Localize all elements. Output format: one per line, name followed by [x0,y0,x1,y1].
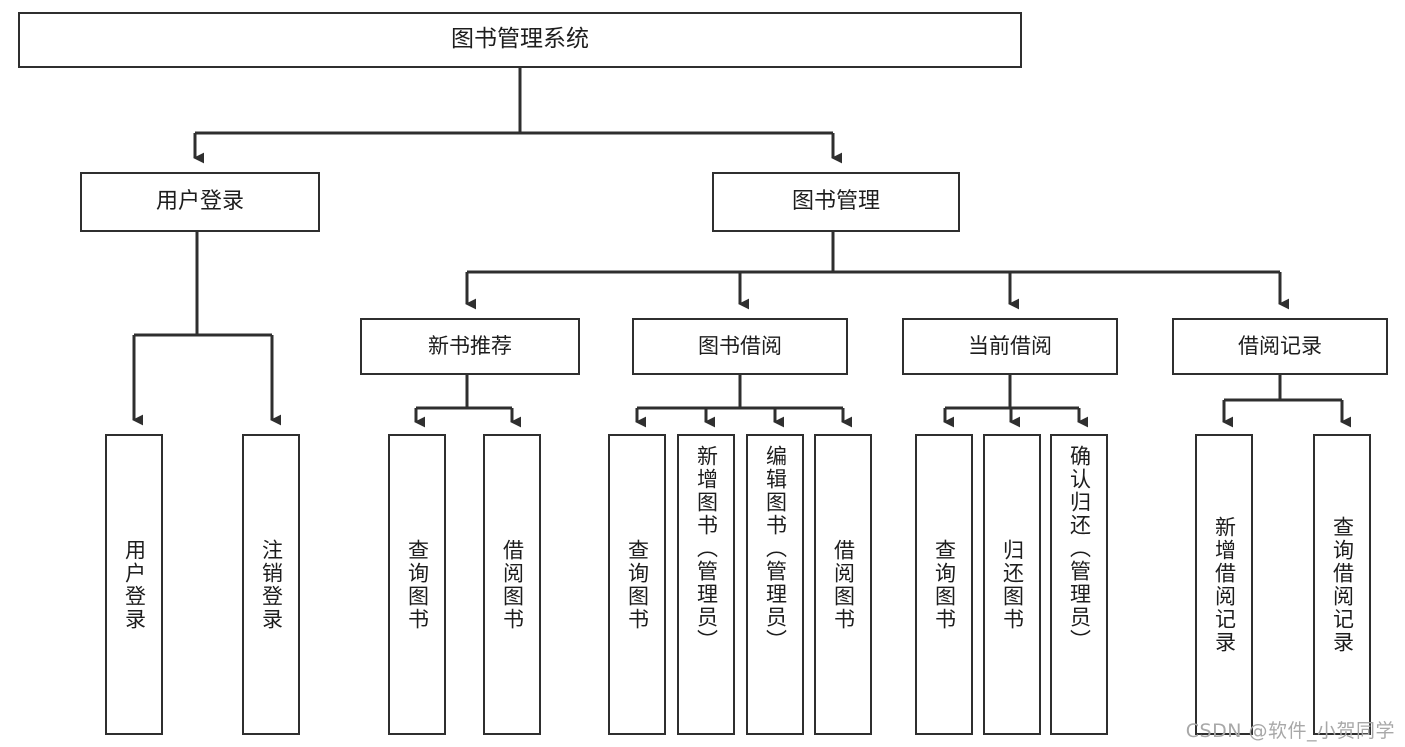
leaf-user-logout[interactable]: 注销登录 [242,434,300,735]
node-root-label: 图书管理系统 [451,26,589,53]
leaf-user-login[interactable]: 用户登录 [105,434,163,735]
node-user-login-label: 用户登录 [155,188,244,214]
leaf-query-record-label: 查询借阅记录 [1330,515,1355,654]
leaf-borrow-book-1[interactable]: 借阅图书 [483,434,541,735]
node-borrow-record[interactable]: 借阅记录 [1172,318,1388,375]
leaf-query-book-2-label: 查询图书 [625,538,650,631]
node-book-borrow[interactable]: 图书借阅 [632,318,848,375]
leaf-user-logout-label: 注销登录 [259,538,284,631]
leaf-edit-book-label: 编辑图书（管理员） [763,445,788,652]
leaf-borrow-book-2-label: 借阅图书 [831,538,856,631]
leaf-query-book-3[interactable]: 查询图书 [915,434,973,735]
leaf-return-book[interactable]: 归还图书 [983,434,1041,735]
leaf-return-book-label: 归还图书 [1000,538,1025,631]
leaf-query-book-3-label: 查询图书 [932,538,957,631]
node-current-borrow-label: 当前借阅 [968,333,1052,358]
leaf-confirm-return[interactable]: 确认归还（管理员） [1050,434,1108,735]
leaf-confirm-return-label: 确认归还（管理员） [1067,445,1092,652]
node-new-book-rec-label: 新书推荐 [428,333,512,358]
leaf-add-book[interactable]: 新增图书（管理员） [677,434,735,735]
leaf-borrow-book-1-label: 借阅图书 [500,538,525,631]
leaf-user-login-label: 用户登录 [122,538,147,631]
watermark: CSDN @软件_小贺同学 [1185,720,1395,742]
node-current-borrow[interactable]: 当前借阅 [902,318,1118,375]
node-book-manage[interactable]: 图书管理 [712,172,960,232]
leaf-edit-book[interactable]: 编辑图书（管理员） [746,434,804,735]
node-book-manage-label: 图书管理 [791,188,880,214]
leaf-add-record[interactable]: 新增借阅记录 [1195,434,1253,735]
node-new-book-rec[interactable]: 新书推荐 [360,318,580,375]
node-book-borrow-label: 图书借阅 [698,333,782,358]
node-borrow-record-label: 借阅记录 [1238,333,1322,358]
leaf-query-book-1-label: 查询图书 [405,538,430,631]
node-user-login[interactable]: 用户登录 [80,172,320,232]
leaf-borrow-book-2[interactable]: 借阅图书 [814,434,872,735]
leaf-query-record[interactable]: 查询借阅记录 [1313,434,1371,735]
leaf-add-record-label: 新增借阅记录 [1212,515,1237,654]
node-root[interactable]: 图书管理系统 [18,12,1022,68]
leaf-query-book-1[interactable]: 查询图书 [388,434,446,735]
leaf-query-book-2[interactable]: 查询图书 [608,434,666,735]
leaf-add-book-label: 新增图书（管理员） [694,445,719,652]
